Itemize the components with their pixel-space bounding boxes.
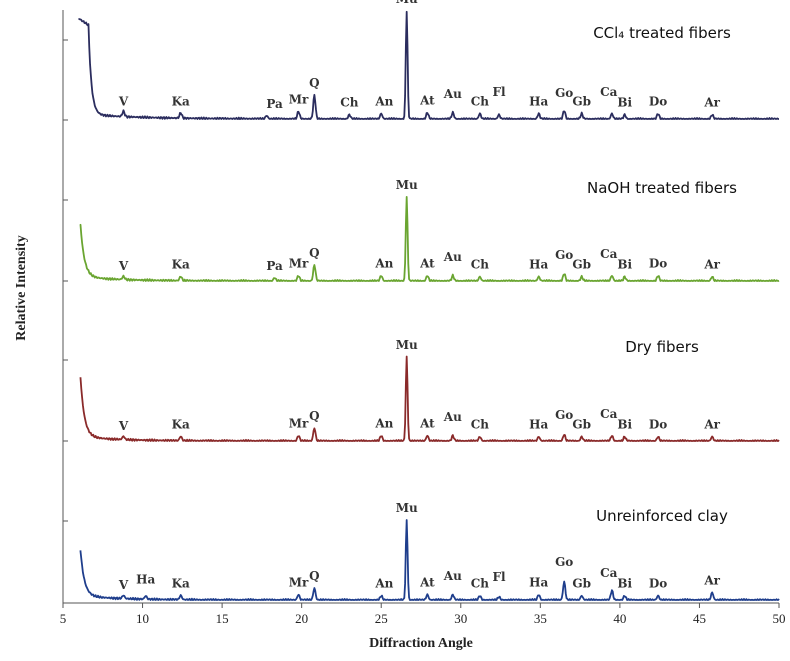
series-title: Unreinforced clay [596, 507, 728, 525]
peak-label: Ha [529, 576, 548, 590]
x-tick-label: 50 [773, 611, 786, 626]
peak-label: Au [443, 569, 462, 583]
x-tick-label: 5 [60, 611, 67, 626]
peak-label: Mu [396, 0, 418, 6]
series-title: NaOH treated fibers [587, 179, 737, 197]
peak-label: Fl [492, 85, 506, 99]
peak-label: At [419, 417, 435, 431]
series-title: CCl₄ treated fibers [593, 24, 731, 42]
peak-label: Mr [289, 417, 309, 431]
series-line [78, 10, 780, 120]
x-tick-label: 20 [295, 611, 308, 626]
peak-label: Au [443, 410, 462, 424]
peak-label: Au [443, 250, 462, 264]
peak-label: Go [555, 248, 573, 262]
peak-label: At [419, 576, 435, 590]
peak-label: Gb [572, 258, 591, 272]
peak-label: An [374, 577, 393, 591]
peak-label: Do [649, 577, 667, 591]
peak-label: Ch [471, 95, 490, 109]
peak-label: Ka [172, 418, 190, 432]
peak-label: Q [309, 569, 319, 583]
peak-label: Bi [617, 96, 632, 110]
x-tick-label: 40 [613, 611, 626, 626]
peak-label: Mu [396, 501, 418, 515]
peak-label: Ha [529, 95, 548, 109]
x-tick-label: 45 [693, 611, 706, 626]
peak-label: Go [555, 408, 573, 422]
peak-label: Do [649, 95, 667, 109]
peak-label: Ca [600, 566, 618, 580]
peak-label: Ha [529, 418, 548, 432]
peak-label: Ha [136, 572, 155, 586]
peak-label: Ch [471, 258, 490, 272]
series-line [79, 355, 780, 442]
series-layer: VKaPaMrQChAnMuAtAuChFlHaGoGbCaBiDoArCCl₄… [78, 0, 780, 601]
x-tick-label: 10 [136, 611, 149, 626]
peak-label: Mr [289, 92, 309, 106]
peak-label: Do [649, 418, 667, 432]
peak-label: Gb [572, 95, 591, 109]
peak-label: Gb [572, 418, 591, 432]
peak-label: V [118, 419, 129, 433]
peak-label: An [374, 257, 393, 271]
peak-label: Mu [396, 178, 418, 192]
peak-label: Ca [600, 407, 618, 421]
series-line [79, 195, 780, 282]
series-group: VKaPaMrQChAnMuAtAuChFlHaGoGbCaBiDoArCCl₄… [78, 0, 780, 120]
peak-label: V [118, 578, 129, 592]
peak-label: Ca [600, 85, 618, 99]
peak-label: Mr [289, 257, 309, 271]
peak-label: Ca [600, 247, 618, 261]
peak-label: Ka [172, 95, 190, 109]
peak-label: Ar [703, 573, 720, 587]
peak-label: At [419, 257, 435, 271]
peak-label: Go [555, 555, 573, 569]
peak-label: Ch [471, 577, 490, 591]
peak-label: Pa [266, 97, 283, 111]
peak-label: Q [309, 246, 319, 260]
axes: 5 10 15 20 25 30 35 40 45 50 [60, 10, 786, 626]
peak-label: V [118, 95, 129, 109]
peak-label: Ka [172, 258, 190, 272]
peak-label: Mr [289, 576, 309, 590]
peak-label: An [374, 95, 393, 109]
peak-label: Q [309, 76, 319, 90]
peak-label: Ar [703, 258, 720, 272]
peak-label: Go [555, 86, 573, 100]
peak-label: Fl [492, 570, 506, 584]
peak-label: Bi [617, 577, 632, 591]
series-line [79, 519, 780, 601]
peak-label: Do [649, 257, 667, 271]
peak-label: An [374, 417, 393, 431]
peak-label: Ar [703, 418, 720, 432]
peak-label: Bi [617, 258, 632, 272]
peak-label: Bi [617, 418, 632, 432]
peak-label: V [118, 259, 129, 273]
peak-label: Ch [471, 418, 490, 432]
peak-label: Gb [572, 577, 591, 591]
peak-label: Ch [340, 96, 359, 110]
peak-label: Ar [703, 96, 720, 110]
x-tick-label: 35 [534, 611, 547, 626]
peak-label: Au [443, 87, 462, 101]
y-axis-title: Relative Intensity [14, 235, 29, 340]
x-tick-label: 25 [375, 611, 388, 626]
peak-label: At [419, 94, 435, 108]
peak-label: Pa [266, 259, 283, 273]
peak-label: Mu [396, 338, 418, 352]
series-title: Dry fibers [625, 338, 699, 356]
peak-label: Ha [529, 258, 548, 272]
peak-label: Ka [172, 577, 190, 591]
x-tick-label: 30 [454, 611, 467, 626]
x-axis-title: Diffraction Angle [369, 636, 473, 651]
peak-label: Q [309, 409, 319, 423]
x-tick-label: 15 [216, 611, 229, 626]
